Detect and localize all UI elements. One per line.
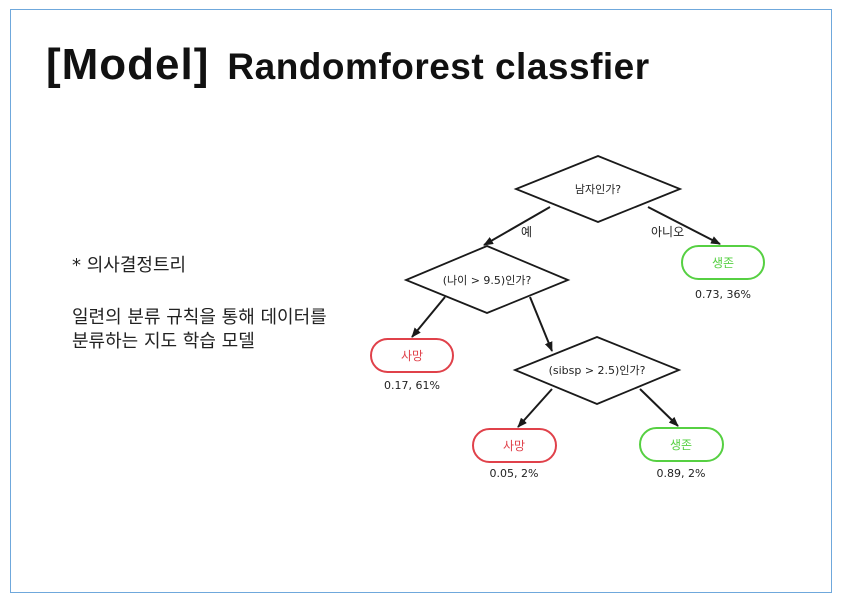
- leaf-node-survive-root: 생존 0.73, 36%: [681, 245, 765, 301]
- leaf-stats-death-sibsp: 0.05, 2%: [490, 467, 539, 480]
- leaf-node-death-sibsp: 사망 0.05, 2%: [472, 428, 557, 480]
- description-line-1: 일련의 분류 규칙을 통해 데이터를: [72, 307, 327, 328]
- decision-label-root: 남자인가?: [575, 183, 621, 196]
- leaf-stats-survive-root: 0.73, 36%: [695, 288, 751, 301]
- leaf-label-survive-root: 생존: [712, 256, 734, 270]
- decision-label-sibsp: (sibsp > 2.5)인가?: [549, 364, 646, 377]
- leaf-node-death-age: 사망 0.17, 61%: [370, 338, 454, 392]
- description-block: 일련의 분류 규칙을 통해 데이터를 분류하는 지도 학습 모델: [72, 306, 392, 354]
- slide-title: [Model] Randomforest classfier: [46, 40, 650, 90]
- decision-node-sibsp: (sibsp > 2.5)인가?: [512, 336, 682, 405]
- leaf-label-death-age: 사망: [401, 349, 423, 363]
- slide-frame: [10, 9, 832, 593]
- leaf-stats-survive-sibsp: 0.89, 2%: [657, 467, 706, 480]
- decision-node-root: 남자인가?: [513, 155, 683, 223]
- leaf-node-survive-sibsp: 생존 0.89, 2%: [639, 427, 724, 480]
- description-line-2: 분류하는 지도 학습 모델: [72, 331, 255, 352]
- note-decision-tree: * 의사결정트리: [72, 255, 187, 276]
- edge-label-yes: 예: [521, 225, 532, 239]
- decision-label-age: (나이 > 9.5)인가?: [443, 274, 532, 287]
- leaf-stats-death-age: 0.17, 61%: [384, 379, 440, 392]
- edge-label-no: 아니오: [651, 225, 684, 239]
- edge-sibsp-yes: [517, 388, 553, 428]
- title-main: Randomforest classfier: [227, 46, 650, 87]
- edge-root-no: [647, 206, 721, 245]
- edge-age-no: [529, 296, 553, 352]
- leaf-label-survive-sibsp: 생존: [670, 438, 692, 452]
- title-bracket: [Model]: [46, 40, 210, 89]
- leaf-label-death-sibsp: 사망: [503, 439, 525, 453]
- edge-root-yes: [483, 206, 551, 246]
- edge-sibsp-no: [639, 388, 679, 427]
- edge-age-yes: [411, 296, 446, 338]
- decision-node-age: (나이 > 9.5)인가?: [403, 245, 571, 314]
